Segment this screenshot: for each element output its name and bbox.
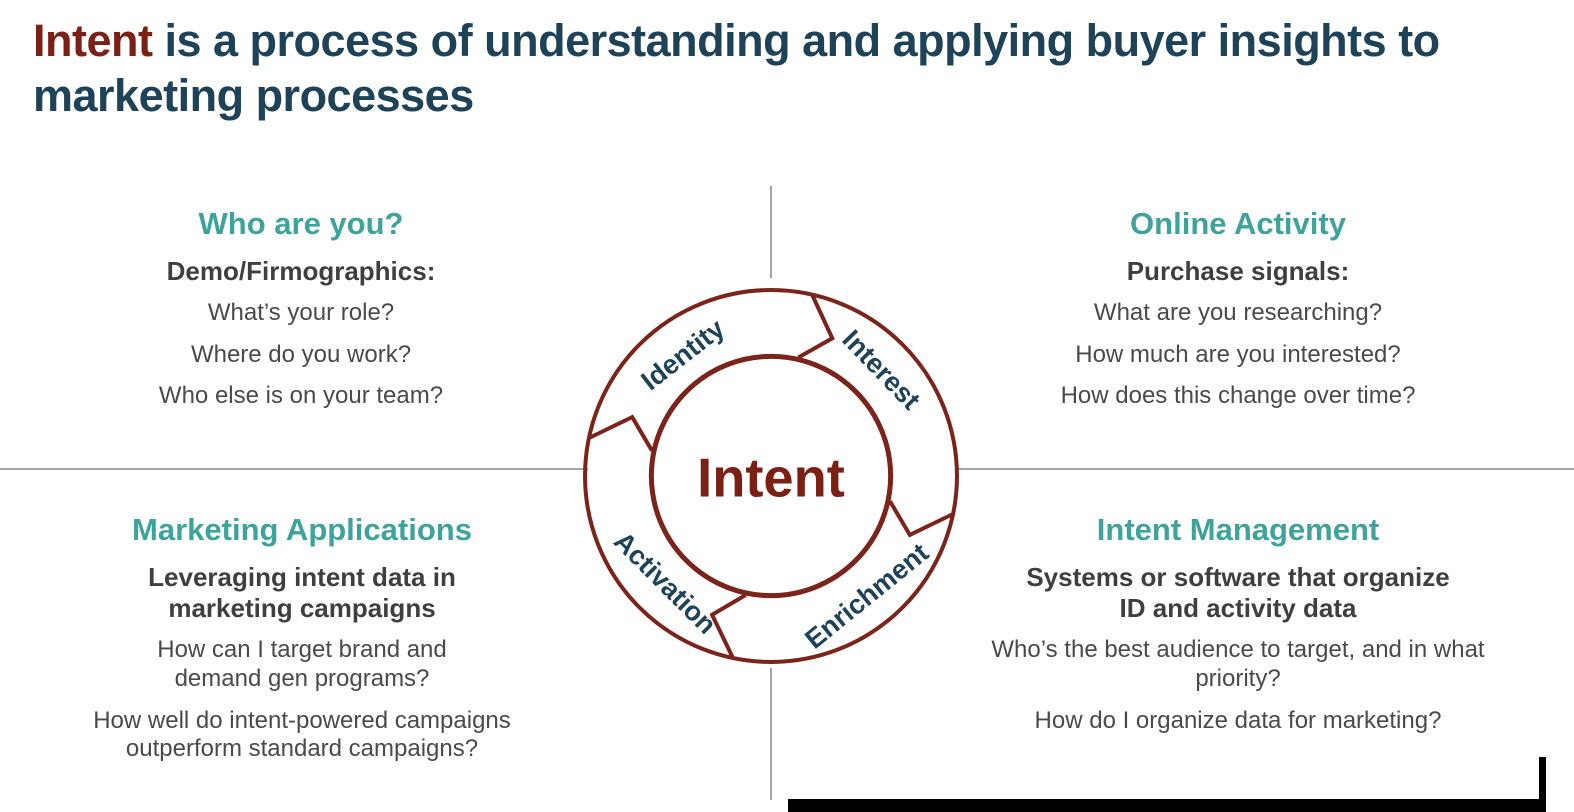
quadrant-heading: Intent Management [1096,512,1380,547]
quadrant-online-activity: Online Activity Purchase signals: What a… [1008,206,1468,424]
quadrant-line: Where do you work? [190,340,412,368]
quadrant-heading: Online Activity [1130,206,1346,241]
divider-horizontal-right [956,468,1574,470]
quadrant-line: How much are you interested? [1075,340,1401,368]
quadrant-who-are-you: Who are you? Demo/Firmographics: What’s … [106,206,496,424]
quadrant-line: How well do intent-powered campaigns out… [93,706,511,763]
quadrant-line: Who else is on your team? [158,382,444,410]
divider-horizontal-left [0,468,588,470]
page-title: Intent is a process of understanding and… [33,14,1503,124]
quadrant-intent-management: Intent Management Systems or software th… [988,512,1488,748]
quadrant-line: Who’s the best audience to target, and i… [991,636,1485,692]
quadrant-subheading: Systems or software that organize ID and… [1026,561,1450,623]
cycle-svg: Identity Interest Enrichment Activation … [583,288,959,664]
quadrant-line: How does this change over time? [1060,382,1416,410]
title-highlight: Intent [33,15,153,66]
quadrant-subheading: Leveraging intent data in marketing camp… [148,561,456,623]
quadrant-line: What are you researching? [1093,298,1383,326]
cycle-outer-ring [583,288,959,664]
quadrant-heading: Who are you? [198,206,404,241]
cycle-inner-ring [648,353,894,599]
cycle-arrow-bottom-icon [709,593,747,658]
divider-vertical-top [770,186,772,278]
cycle-arrow-right-icon [888,500,953,538]
cycle-arrow-left-icon [589,414,654,452]
cycle-center-label: Intent [697,448,845,509]
right-black-bar [1539,757,1546,812]
intent-cycle-diagram: Identity Interest Enrichment Activation … [580,284,962,668]
quadrant-line: How do I organize data for marketing? [1034,706,1442,734]
bottom-black-bar [788,799,1546,812]
quadrant-line: How can I target brand and demand gen pr… [157,636,447,692]
title-rest: is a process of understanding and applyi… [33,15,1440,121]
divider-vertical-bottom [770,668,772,800]
quadrant-subheading: Purchase signals: [1126,255,1350,286]
quadrant-heading: Marketing Applications [132,512,472,547]
quadrant-subheading: Demo/Firmographics: [166,255,436,286]
quadrant-line: What’s your role? [207,298,395,326]
cycle-arrow-top-icon [797,294,835,360]
quadrant-marketing-applications: Marketing Applications Leveraging intent… [62,512,542,777]
